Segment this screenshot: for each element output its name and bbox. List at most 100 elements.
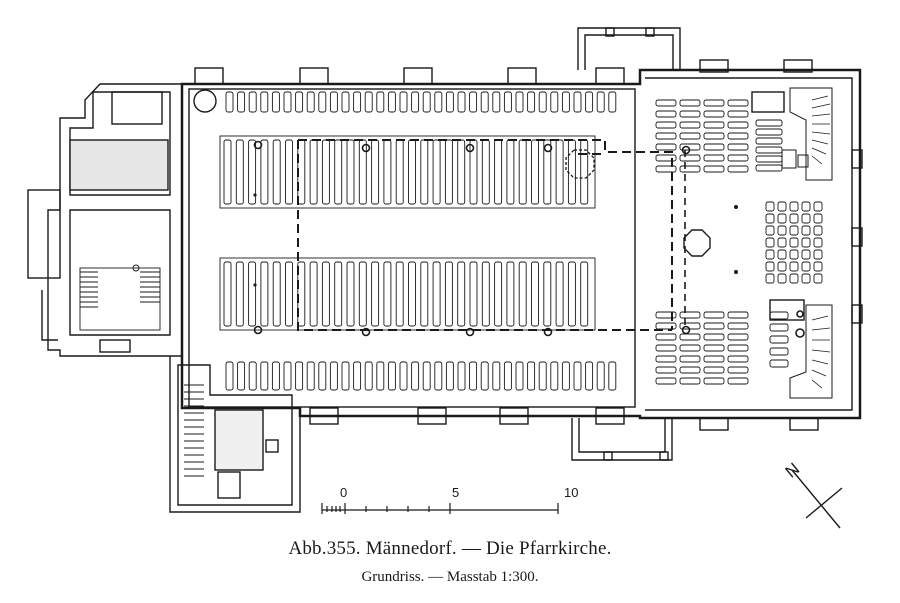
nave-pew <box>285 261 293 327</box>
wall-pew <box>422 361 431 391</box>
west-staircase <box>79 264 161 331</box>
choir-pew <box>679 377 701 385</box>
baptismal-font <box>193 89 217 113</box>
wall-pew <box>353 91 362 113</box>
choir-pew <box>655 355 677 363</box>
nave-pew <box>432 261 441 327</box>
nave-pew <box>543 261 552 327</box>
choir-pew <box>655 99 677 107</box>
choir-pew <box>727 121 749 129</box>
scale-tick-0: 0 <box>340 485 347 500</box>
choir-pew <box>703 344 725 352</box>
choir-pew <box>703 99 725 107</box>
side-pew <box>789 237 799 248</box>
scale-tick-5: 5 <box>452 485 459 500</box>
wall-pew <box>469 361 478 391</box>
north-arrow <box>791 469 843 529</box>
nave-pew <box>457 261 466 327</box>
scale-bar <box>321 503 559 514</box>
side-pew <box>813 273 823 284</box>
nave-pew <box>420 261 429 327</box>
choir-pew <box>727 366 749 374</box>
side-pew <box>777 261 787 272</box>
upper-side-pew <box>755 155 783 163</box>
wall-pew <box>492 91 501 113</box>
nave-pew <box>420 139 429 205</box>
wall-pew <box>376 361 385 391</box>
side-pew <box>769 335 789 344</box>
nave-pew <box>567 261 576 327</box>
choir-pew <box>655 333 677 341</box>
nave-pew <box>444 139 453 205</box>
side-pew <box>801 261 811 272</box>
choir-pew <box>679 121 701 129</box>
nave-pew <box>235 261 244 327</box>
side-pew <box>769 347 789 356</box>
nave-pew <box>285 139 293 205</box>
wall-pew <box>364 361 373 391</box>
nave-pew <box>223 139 232 205</box>
side-pew <box>813 261 823 272</box>
nave-pew <box>531 261 539 327</box>
wall-pew <box>306 91 315 113</box>
wall-pew <box>515 361 524 391</box>
wall-pew <box>295 91 304 113</box>
choir-pew <box>679 355 701 363</box>
nave-pew <box>531 139 539 205</box>
nave-pew <box>334 261 343 327</box>
choir-pew <box>703 110 725 118</box>
upper-side-pew <box>755 146 783 154</box>
wall-pew <box>295 361 304 391</box>
choir-pew <box>655 121 677 129</box>
choir-pew <box>727 377 749 385</box>
wall-pew <box>260 361 269 391</box>
nave-pew <box>444 261 453 327</box>
wall-pew <box>411 361 420 391</box>
wall-pew <box>434 91 443 113</box>
sacristy <box>169 356 301 513</box>
wall-pews <box>225 91 617 391</box>
wall-pew <box>434 361 443 391</box>
choir-pew <box>679 344 701 352</box>
choir-pew <box>727 311 749 319</box>
wall-pew <box>399 361 408 391</box>
wall-pew <box>283 91 292 113</box>
choir-pew <box>655 132 677 140</box>
wall-pew <box>573 91 582 113</box>
wall-pew <box>457 361 466 391</box>
side-pew <box>789 213 799 224</box>
wall-pew <box>585 91 594 113</box>
choir-pew <box>679 154 701 162</box>
side-pew <box>801 201 811 212</box>
wall-pew <box>573 361 582 391</box>
upper-side-pew <box>755 119 783 127</box>
nave-pew <box>309 139 318 205</box>
nave-pew <box>494 261 503 327</box>
nave-pew <box>358 261 367 327</box>
choir-pew <box>727 322 749 330</box>
wall-pew <box>260 91 269 113</box>
side-pew <box>789 273 799 284</box>
choir-pew <box>727 333 749 341</box>
choir-pew <box>727 143 749 151</box>
choir-pew <box>655 143 677 151</box>
wall-pew <box>457 91 466 113</box>
choir-pew <box>655 366 677 374</box>
buttresses-top <box>194 59 813 85</box>
nave-pew <box>543 139 552 205</box>
choir-pew <box>679 311 701 319</box>
wall-pew <box>550 361 559 391</box>
nave-pew <box>408 139 416 205</box>
nave-pew <box>580 261 589 327</box>
choir-pew <box>727 344 749 352</box>
choir-pew <box>655 165 677 173</box>
nave-pew <box>321 261 330 327</box>
nave-pew <box>555 261 564 327</box>
side-pew <box>813 201 823 212</box>
nave-pew <box>383 261 392 327</box>
north-letter: N <box>782 459 804 481</box>
wall-pew <box>329 361 338 391</box>
choir-pew <box>679 132 701 140</box>
nave-pew <box>457 139 466 205</box>
